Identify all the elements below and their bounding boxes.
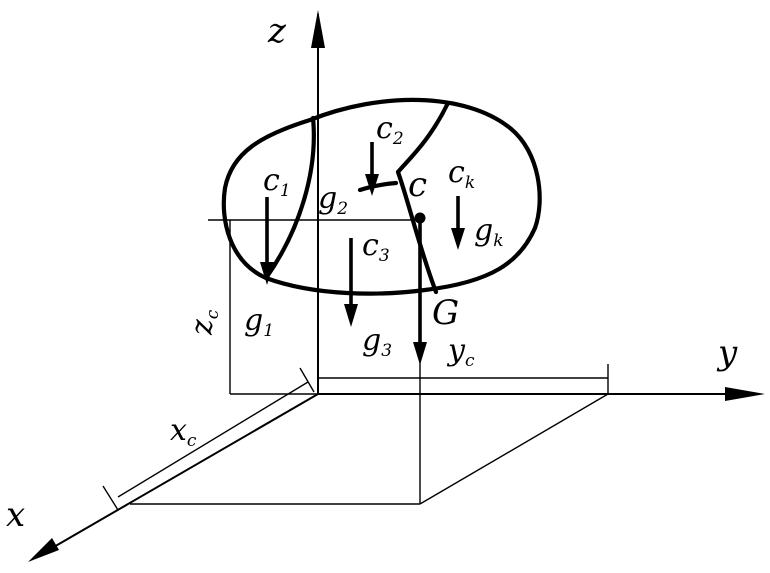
partition-center bbox=[395, 169, 439, 295]
force-g3-head bbox=[344, 304, 358, 327]
g2-label: g2 bbox=[318, 181, 348, 219]
force-g2-head bbox=[365, 174, 379, 196]
c1-label: c1 bbox=[263, 163, 291, 201]
xc-dim-tick-1 bbox=[102, 485, 119, 511]
center-point-c bbox=[414, 212, 426, 224]
x-axis-arrowhead bbox=[28, 538, 59, 562]
proj-line-right bbox=[419, 393, 609, 505]
partition-right bbox=[395, 100, 451, 175]
z-axis-arrowhead bbox=[311, 10, 325, 48]
zc-label: zc bbox=[185, 309, 223, 336]
c2-label: c2 bbox=[376, 111, 404, 149]
force-gk-head bbox=[451, 228, 465, 250]
xc-dim-tick-2 bbox=[299, 367, 315, 393]
z-axis-label: z bbox=[267, 11, 287, 51]
g1-label: g1 bbox=[244, 303, 274, 341]
c-label: c bbox=[408, 165, 427, 205]
partition-left bbox=[263, 115, 316, 281]
x-axis bbox=[39, 393, 319, 556]
gk-label: gk bbox=[474, 213, 504, 251]
xc-dim-line bbox=[117, 381, 309, 498]
force-G-head bbox=[413, 342, 427, 365]
yc-label: yc bbox=[446, 333, 475, 371]
g3-label: g3 bbox=[362, 323, 392, 361]
ck-label: ck bbox=[448, 155, 475, 193]
c3-label: c3 bbox=[362, 228, 390, 266]
xc-label: xc bbox=[170, 413, 197, 451]
G-label: G bbox=[432, 293, 459, 333]
x-axis-label: x bbox=[6, 495, 25, 535]
y-axis-label: y bbox=[716, 333, 738, 373]
body-outline bbox=[221, 97, 542, 296]
zc-label-group: zc bbox=[185, 309, 223, 336]
partition-mid-stub bbox=[357, 180, 399, 193]
y-axis-arrowhead bbox=[725, 387, 765, 401]
force-g1-head bbox=[260, 262, 274, 285]
